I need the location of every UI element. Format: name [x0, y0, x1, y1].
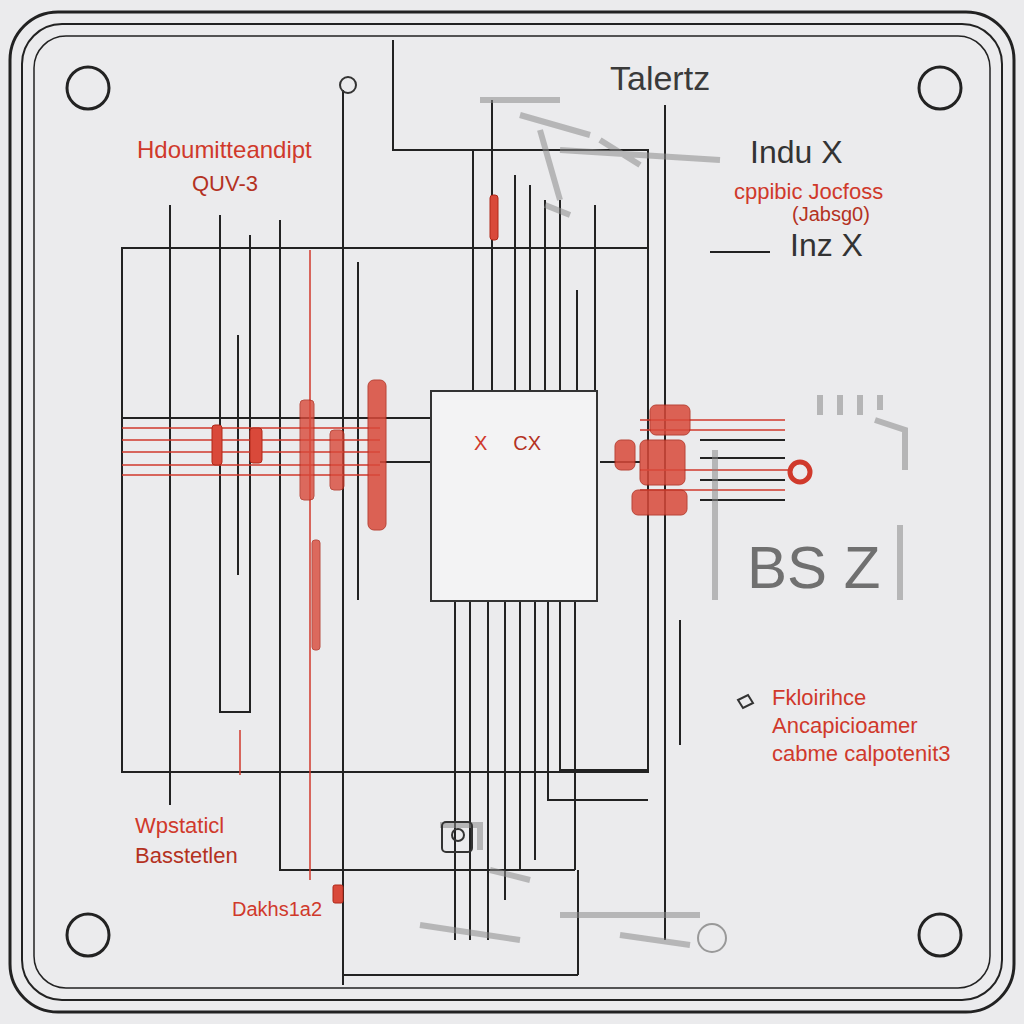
part-label: Fkloirihce — [770, 686, 868, 710]
wire-stroke — [473, 150, 648, 390]
wire-stroke — [514, 175, 516, 390]
wire-stroke — [519, 602, 521, 870]
wire-stroke — [169, 205, 171, 805]
red-components — [212, 195, 810, 903]
wire-stroke — [380, 461, 430, 463]
wire-stroke — [650, 405, 690, 435]
part-label: cabme calpotenit3 — [770, 742, 953, 766]
wire-stroke — [309, 250, 311, 880]
blurred-parts — [420, 100, 905, 945]
wire-stroke — [504, 602, 506, 900]
part-label: cppibic Jocfoss — [732, 180, 885, 204]
wire-stroke — [615, 440, 635, 470]
part-label: (Jabsg0) — [790, 203, 872, 225]
wire-stroke — [544, 200, 546, 390]
wire-stroke — [368, 380, 386, 530]
part-label: Indu X — [748, 135, 845, 170]
wire-stroke — [312, 540, 320, 650]
wire-stroke — [442, 822, 472, 852]
part-label: Basstetlen — [133, 844, 240, 868]
wire-stroke — [577, 870, 579, 975]
wire-stroke — [640, 440, 685, 485]
wire-stroke — [237, 335, 239, 575]
wire-stroke — [469, 602, 471, 940]
wire-stroke — [452, 829, 464, 841]
wire-stroke — [738, 695, 753, 708]
wire-stroke — [574, 602, 576, 870]
red-traces — [122, 250, 790, 880]
chip-label: X — [472, 432, 489, 454]
diagram-title: Talertz — [608, 60, 712, 97]
part-label: QUV-3 — [190, 172, 260, 196]
wire-stroke — [67, 67, 109, 109]
wire-stroke — [239, 730, 241, 775]
wire-stroke — [700, 439, 785, 441]
wire-stroke — [919, 67, 961, 109]
wire-stroke — [122, 248, 648, 772]
wire-stroke — [560, 602, 648, 770]
wire-stroke — [393, 40, 473, 150]
wire-stroke — [34, 36, 990, 988]
wire-stroke — [594, 205, 596, 390]
board-outline — [10, 12, 1014, 1012]
wire-stroke — [220, 215, 250, 712]
wire-stroke — [919, 914, 961, 956]
wire-stroke — [340, 77, 356, 93]
pads — [340, 77, 753, 952]
wire-stroke — [632, 490, 687, 515]
part-label: Inz X — [788, 228, 865, 263]
chip-box: X CX — [430, 390, 598, 602]
wire-stroke — [343, 974, 578, 976]
wire-stroke — [664, 105, 666, 940]
wire-stroke — [357, 262, 359, 600]
part-label: Ancapicioamer — [770, 714, 920, 738]
wire-stroke — [491, 100, 493, 390]
wire-stroke — [342, 90, 344, 985]
chip-label: CX — [511, 432, 543, 454]
wire-stroke — [576, 290, 578, 390]
wire-stroke — [454, 602, 456, 940]
wire-stroke — [330, 430, 344, 490]
wire-stroke — [710, 251, 770, 253]
part-label: Hdoumitteandipt — [135, 137, 314, 163]
wire-stroke — [698, 924, 726, 952]
part-label: BS Z — [745, 535, 882, 601]
wire-stroke — [212, 425, 222, 465]
wire-stroke — [715, 450, 900, 600]
wire-stroke — [529, 185, 531, 390]
wire-stroke — [420, 825, 700, 945]
wire-stroke — [22, 24, 1002, 1000]
wire-stroke — [490, 195, 498, 240]
wire-stroke — [559, 200, 561, 390]
wire-stroke — [534, 602, 536, 860]
wires — [122, 40, 785, 985]
wire-stroke — [480, 100, 720, 215]
wire-stroke — [67, 914, 109, 956]
wire-stroke — [820, 395, 905, 470]
wire-stroke — [250, 428, 262, 463]
wire-stroke — [487, 602, 489, 940]
wire-stroke — [679, 620, 681, 745]
part-label: Wpstaticl — [133, 814, 226, 838]
wire-stroke — [333, 885, 343, 903]
part-label: Dakhs1a2 — [230, 898, 324, 920]
wire-stroke — [300, 400, 314, 500]
wire-stroke — [790, 462, 810, 482]
wire-stroke — [548, 602, 648, 800]
wire-stroke — [10, 12, 1014, 1012]
